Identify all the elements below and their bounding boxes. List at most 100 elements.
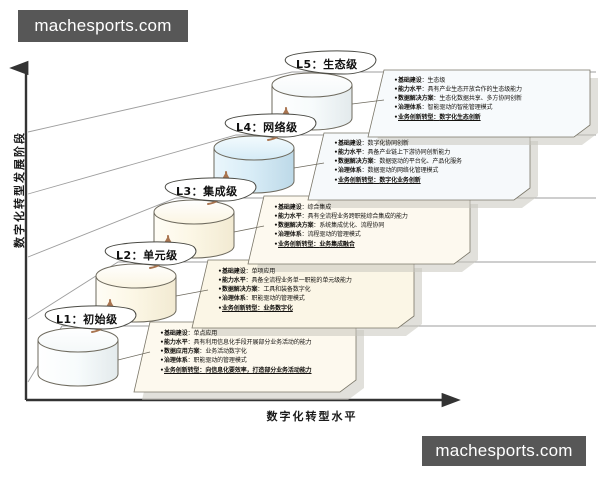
detail-panel-l3[interactable]: •基础建设：综合集成•能力水平：具有全流程业务跨职能综合集成的能力•数据解决方案…: [266, 199, 462, 259]
detail-bullet-separator: ：: [301, 231, 308, 239]
bullet-dot-icon: •: [394, 95, 398, 103]
bullet-dot-icon: •: [160, 330, 164, 337]
detail-bullet-separator: ：: [257, 304, 264, 312]
detail-bullet-term: 基础建设: [398, 77, 422, 84]
detail-bullet: •能力水平：具备全流程业务单一职能的单元级能力: [218, 276, 400, 285]
callout-l3: [164, 177, 257, 202]
level-label-l1[interactable]: L1：初始级: [56, 313, 118, 326]
bullet-dot-icon: •: [274, 231, 278, 239]
detail-bullet: •数据解决方案：数据驱动的平台化、产品化服务: [334, 157, 516, 166]
panel-plate-l2: [191, 259, 422, 336]
detail-panel-l1[interactable]: •基础建设：单点应用•能力水平：具有利用信息化手段开展部分业务活动的能力•数据应…: [152, 325, 348, 385]
detail-bullet-separator: ：: [313, 222, 320, 230]
detail-bullet-term: 基础建设: [222, 268, 246, 275]
detail-bullet-text: 单点应用: [193, 330, 218, 337]
bullet-dot-icon: •: [218, 277, 222, 285]
detail-bullet-separator: ：: [361, 149, 368, 157]
detail-bullet: •业务创新转型：数字化业务创新: [334, 176, 516, 185]
detail-bullet-text: 数字化生态创新: [439, 113, 481, 121]
detail-bullet-separator: ：: [421, 104, 428, 112]
detail-bullet-text: 职能驱动的管理模式: [251, 295, 305, 303]
bullet-dot-icon: •: [274, 240, 278, 248]
detail-bullet-term: 能力水平: [222, 277, 246, 285]
detail-bullet: •基础建设：生态级: [394, 76, 576, 85]
detail-bullet: •数据解决方案：系统集成优化、流程协同: [274, 221, 456, 230]
detail-bullet-separator: ：: [245, 268, 252, 275]
detail-panel-l4[interactable]: •基础建设：数字化协同创新•能力水平：具备产业链上下游协同创新能力•数据解决方案…: [326, 135, 522, 195]
bullet-dot-icon: •: [218, 286, 222, 294]
detail-bullet-text: 单项应用: [251, 268, 276, 275]
detail-bullet-separator: ：: [245, 277, 252, 285]
x-axis-label: 数字化转型水平: [266, 410, 358, 423]
detail-bullet-separator: ：: [257, 286, 264, 294]
callout-ribbons: [44, 50, 377, 330]
detail-bullet: •业务创新转型：数字化生态创新: [394, 113, 576, 122]
detail-panel-l5[interactable]: •基础建设：生态级•能力水平：具有产业生态开放合作的生态级能力•数据解决方案：生…: [386, 72, 582, 132]
bullet-dot-icon: •: [160, 339, 164, 347]
detail-bullet-text: 具有利用信息化手段开展部分业务活动的能力: [193, 339, 312, 347]
panel-connectors: [117, 99, 385, 361]
detail-bullet-term: 数据解决方案: [398, 95, 434, 103]
detail-bullet-separator: ：: [433, 95, 440, 103]
detail-bullet-text: 业务活动数字化: [205, 348, 247, 356]
detail-bullet-text: 数字化协同创新: [367, 140, 409, 147]
level-label-l5[interactable]: L5：生态级: [296, 58, 358, 71]
detail-bullet: •能力水平：具备产业链上下游协同创新能力: [334, 148, 516, 157]
detail-bullet-text: 业务集成融合: [319, 240, 355, 248]
detail-bullet: •基础建设：数字化协同创新: [334, 139, 516, 148]
detail-bullet: •业务创新转型：业务集成融合: [274, 240, 456, 249]
detail-bullet: •数据解决方案：生态化数据共享、多方协同创新: [394, 94, 576, 103]
connector-l5: [351, 99, 385, 105]
detail-bullet-term: 治理体系: [222, 295, 246, 303]
connector-l1: [117, 351, 151, 361]
detail-bullet-term: 基础建设: [278, 204, 302, 211]
detail-bullet-text: 数据驱动的网络化管理模式: [367, 167, 439, 175]
level-label-l2[interactable]: L2：单元级: [116, 249, 178, 262]
detail-bullet-text: 职能驱动的管理模式: [193, 357, 247, 365]
detail-bullet-term: 业务创新转型: [222, 304, 258, 312]
detail-bullet-separator: ：: [433, 113, 440, 121]
detail-bullet-text: 综合集成: [307, 204, 332, 211]
panel-plate-l3: [247, 195, 478, 272]
detail-bullet: •数据应用方案：业务活动数字化: [160, 347, 342, 356]
panel-plate-l5: [367, 69, 598, 145]
detail-bullet-separator: ：: [301, 204, 308, 211]
detail-bullet-text: 生态化数据共享、多方协同创新: [439, 95, 522, 103]
detail-bullet-separator: ：: [199, 366, 206, 374]
detail-bullet-term: 治理体系: [338, 167, 362, 175]
detail-bullet: •治理体系：流程驱动的管理模式: [274, 230, 456, 239]
panel-plate-l4: [307, 132, 538, 208]
detail-bullet-term: 治理体系: [398, 104, 422, 112]
bullet-dot-icon: •: [274, 204, 278, 211]
bullet-dot-icon: •: [218, 304, 222, 312]
bullet-dot-icon: •: [334, 167, 338, 175]
bullet-dot-icon: •: [394, 113, 398, 121]
level-label-l3[interactable]: L3：集成级: [176, 185, 238, 198]
cylinder-l1: [37, 327, 119, 387]
detail-bullet-separator: ：: [187, 339, 194, 347]
detail-bullet-term: 业务创新转型: [278, 240, 314, 248]
bullet-dot-icon: •: [274, 222, 278, 230]
detail-bullet-text: 具有产业生态开放合作的生态级能力: [427, 86, 523, 94]
level-label-l4[interactable]: L4：网络级: [236, 121, 298, 134]
detail-bullet-text: 业务数字化: [263, 304, 293, 312]
detail-bullet: •治理体系：智能驱动的智能管理模式: [394, 103, 576, 112]
bullet-dot-icon: •: [160, 357, 164, 365]
detail-bullet-term: 数据解决方案: [338, 158, 374, 166]
detail-bullet-separator: ：: [187, 357, 194, 365]
bullet-dot-icon: •: [334, 158, 338, 166]
detail-bullet-term: 能力水平: [338, 149, 362, 157]
detail-bullet-text: 系统集成优化、流程协同: [319, 222, 385, 230]
detail-bullet: •能力水平：具有利用信息化手段开展部分业务活动的能力: [160, 338, 342, 347]
detail-bullet-text: 工具和装备数字化: [263, 286, 311, 294]
bullet-dot-icon: •: [394, 86, 398, 94]
detail-bullet: •基础建设：单项应用: [218, 267, 400, 276]
detail-bullet-separator: ：: [421, 77, 428, 84]
detail-panel-l2[interactable]: •基础建设：单项应用•能力水平：具备全流程业务单一职能的单元级能力•数据解决方案…: [210, 263, 406, 323]
detail-bullet-term: 治理体系: [164, 357, 188, 365]
detail-bullet-term: 数据解决方案: [222, 286, 258, 294]
detail-bullet-term: 基础建设: [338, 140, 362, 147]
detail-bullet-separator: ：: [373, 176, 380, 184]
detail-bullet-separator: ：: [301, 213, 308, 221]
